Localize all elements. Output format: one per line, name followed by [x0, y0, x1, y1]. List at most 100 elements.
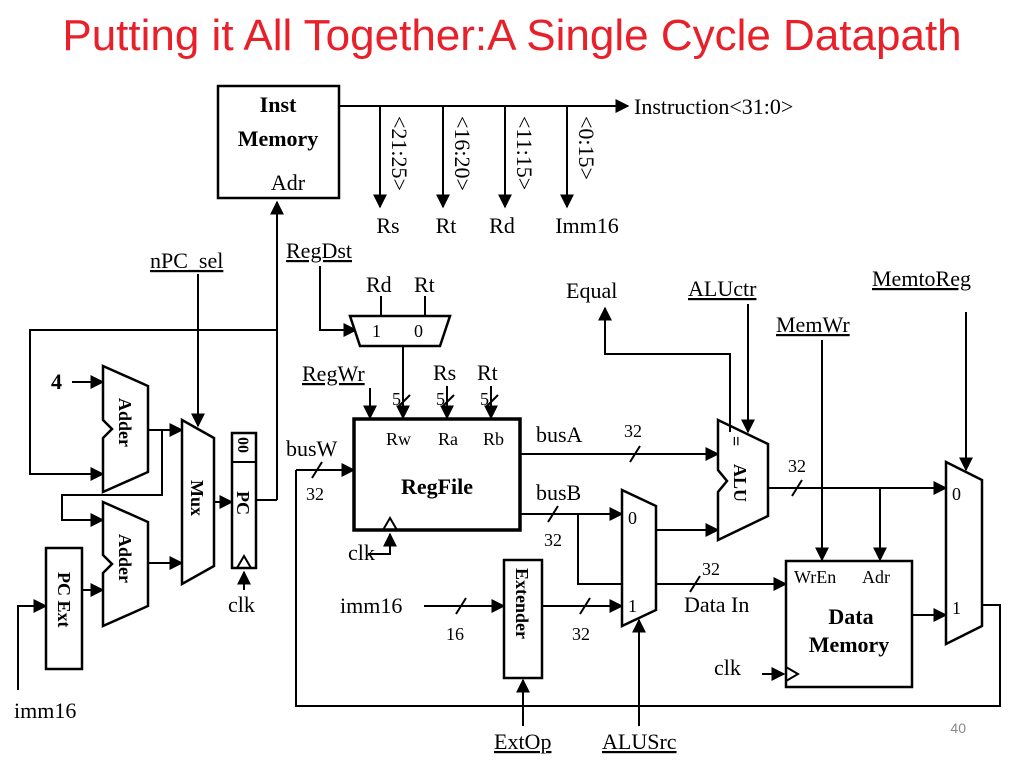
aluctr-label: ALUctr — [688, 276, 757, 301]
inst-memory-label-2: Memory — [238, 126, 319, 151]
page-number: 40 — [950, 720, 966, 736]
imm16-field-bits: <0:15> — [574, 116, 599, 180]
regdst-wire — [319, 266, 358, 337]
pc-clock-triangle — [235, 554, 253, 569]
data-memory-adr-label: Adr — [862, 567, 890, 587]
ra-width-label: 5 — [436, 389, 445, 409]
rw-width-slash — [397, 394, 411, 408]
extop-label: ExtOp — [494, 729, 551, 754]
pc-ext-label: PC Ext — [54, 572, 74, 628]
pc-adder-bottom-label: Adder — [115, 534, 135, 583]
rt-field-bits: <16:20> — [450, 116, 475, 191]
rt-field-name: Rt — [436, 213, 457, 238]
data-memory-wren-label: WrEn — [794, 567, 836, 587]
constant-four-label: 4 — [51, 369, 62, 394]
busb-label: busB — [536, 480, 581, 505]
busw-width-label: 32 — [306, 484, 324, 504]
adder-top-to-adder-bottom-wire — [61, 430, 163, 527]
memtoreg-mux — [944, 459, 984, 647]
extender-out-width-label: 32 — [572, 624, 590, 644]
regfile-rw-label: Rw — [386, 429, 411, 449]
alusrc-label: ALUSrc — [602, 729, 677, 754]
alu-output-width-slash — [791, 479, 803, 497]
busa-width-label: 32 — [624, 421, 642, 441]
equal-wire — [598, 306, 731, 432]
pc-adder-bottom — [101, 500, 150, 628]
inst-memory-label-1: Inst — [260, 92, 297, 117]
imm16-to-pc-ext-wire — [17, 599, 48, 690]
extender-out-width-slash — [579, 597, 591, 615]
alu-output-width-label: 32 — [788, 456, 806, 476]
regdst-mux-sel1: 1 — [372, 321, 381, 341]
extender-in-width-label: 16 — [446, 624, 464, 644]
busw-label: busW — [286, 436, 338, 461]
data-in-label: Data In — [684, 592, 749, 617]
regfile-rt-label: Rt — [477, 360, 498, 385]
rs-field-bits: <21:25> — [387, 116, 412, 191]
extender-label: Extender — [512, 568, 532, 639]
data-memory-clock-triangle — [785, 665, 800, 683]
pc-feedback-wire — [29, 329, 277, 481]
memwr-label: MemWr — [776, 312, 850, 337]
rb-width-label: 5 — [480, 389, 489, 409]
rw-width-label: 5 — [392, 389, 401, 409]
rd-field-name: Rd — [489, 213, 515, 238]
pc-adder-top-label: Adder — [115, 398, 135, 447]
data-memory-label-1: Data — [828, 604, 873, 629]
regdst-mux-rd: Rd — [366, 272, 392, 297]
busw-width-slash — [311, 461, 323, 479]
writeback-loop-wire — [295, 470, 1001, 707]
busa-width-slash — [629, 445, 641, 463]
pc-adder-top — [101, 364, 150, 494]
regfile-clk-label: clk — [348, 540, 375, 565]
pc-clk-label: clk — [228, 592, 255, 617]
extender-in-width-slash — [455, 597, 467, 615]
regdst-mux-rt: Rt — [414, 272, 435, 297]
extender-box — [502, 558, 544, 680]
busa-label: busA — [536, 422, 583, 447]
memtoreg-mux-sel0: 0 — [952, 484, 961, 504]
regfile-clk-wire — [368, 532, 397, 555]
regdst-mux-sel0: 0 — [414, 321, 423, 341]
pc-mux — [180, 417, 216, 587]
slide-title: Putting it All Together:A Single Cycle D… — [62, 11, 962, 60]
alu-label: ALU — [730, 464, 750, 502]
rs-field-name: Rs — [376, 213, 399, 238]
regfile-ra-label: Ra — [438, 429, 458, 449]
data-in-width-label: 32 — [702, 559, 720, 579]
npc-sel-label: nPC_sel — [150, 248, 223, 273]
busb-to-data-in-wire — [577, 514, 788, 591]
memtoreg-mux-sel1: 1 — [952, 598, 961, 618]
busb-width-label: 32 — [544, 530, 562, 550]
alu — [716, 418, 770, 542]
regfile-clock-triangle — [381, 516, 399, 531]
regdst-label: RegDst — [286, 238, 352, 263]
regfile-rs-label: Rs — [433, 360, 456, 385]
data-memory-clk-label: clk — [714, 655, 741, 680]
pc-mux-label: Mux — [187, 480, 207, 516]
memtoreg-label: MemtoReg — [872, 266, 971, 291]
busb-width-slash — [547, 505, 559, 523]
pc-imm16-label: imm16 — [14, 698, 76, 723]
alusrc-mux — [620, 488, 658, 628]
pc-ext-box — [44, 546, 84, 671]
pc-zeros-label: 00 — [234, 437, 251, 453]
regfile-rb-label: Rb — [483, 429, 504, 449]
equal-label: Equal — [566, 278, 617, 303]
regfile-name-label: RegFile — [401, 474, 473, 499]
extender-imm16-label: imm16 — [340, 593, 402, 618]
data-in-width-slash — [689, 575, 701, 593]
rd-field-bits: <11:15> — [512, 116, 537, 190]
data-memory-label-2: Memory — [809, 632, 890, 657]
imm16-field-name: Imm16 — [555, 213, 619, 238]
alusrc-mux-sel1: 1 — [628, 596, 637, 616]
ra-width-slash — [441, 394, 455, 408]
inst-memory-adr-label: Adr — [271, 170, 306, 195]
pc-register-label: PC — [233, 491, 253, 515]
inst-memory-box — [216, 84, 341, 200]
regwr-label: RegWr — [302, 361, 365, 386]
data-memory-box — [784, 559, 914, 689]
regdst-mux — [348, 314, 452, 348]
instruction-label: Instruction<31:0> — [634, 94, 793, 119]
